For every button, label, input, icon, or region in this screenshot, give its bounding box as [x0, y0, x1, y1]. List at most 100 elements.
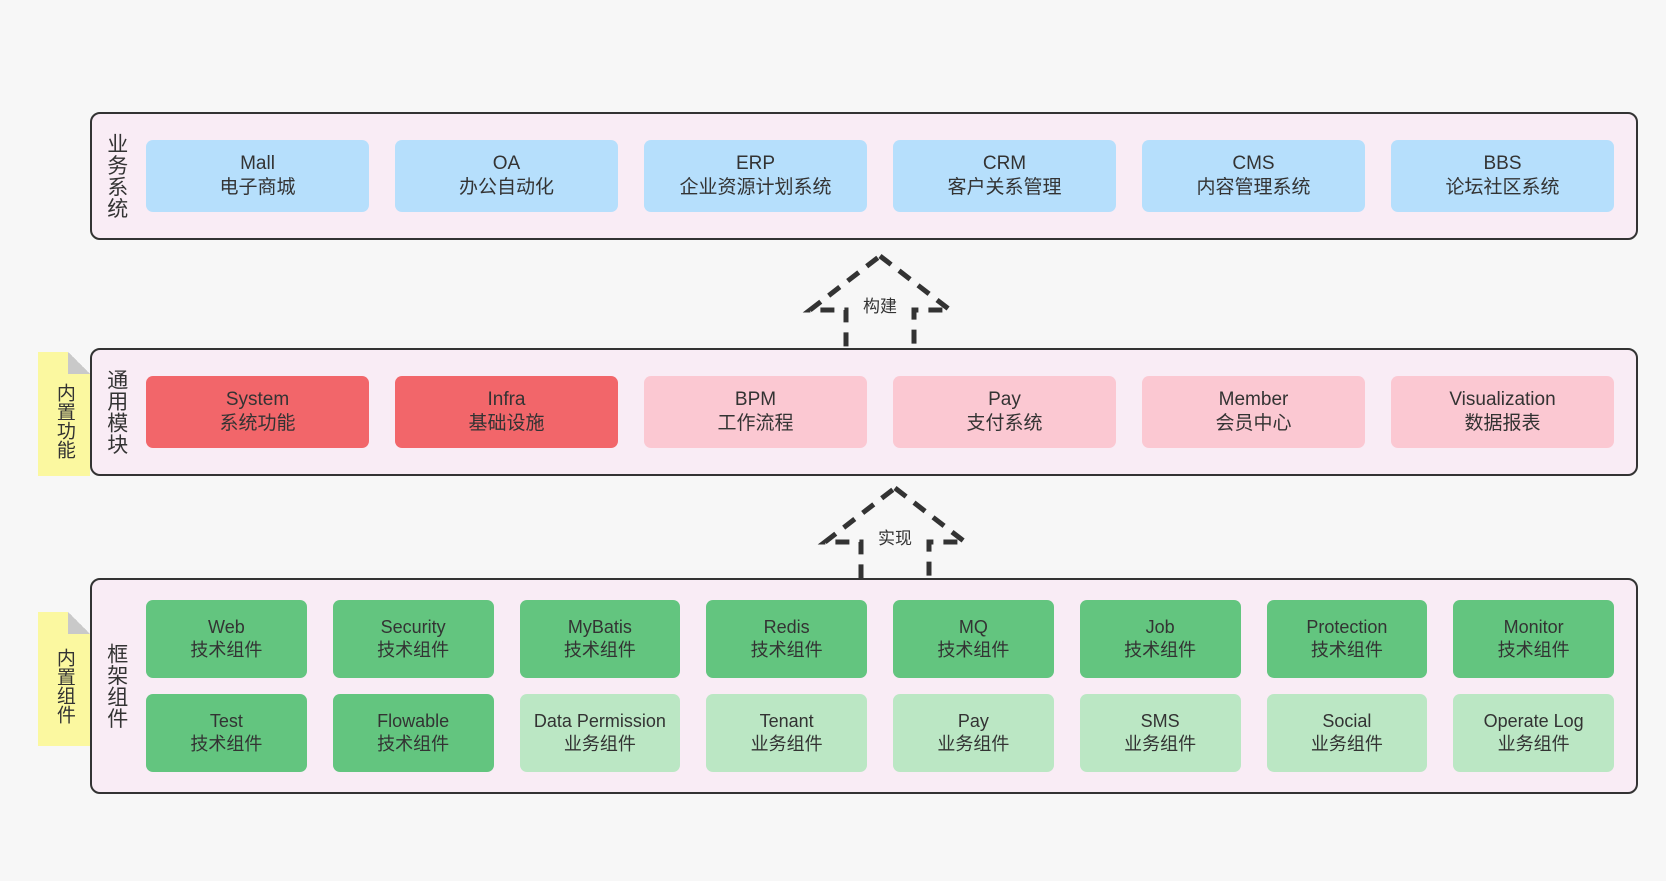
card-title-cn: 技术组件	[750, 640, 823, 660]
card-title-en: Visualization	[1449, 389, 1556, 411]
card-title-en: BBS	[1483, 153, 1522, 175]
card-title-en: Protection	[1306, 617, 1388, 638]
card-title-cn: 论坛社区系统	[1445, 177, 1560, 198]
card-test[interactable]: Test 技术组件	[146, 694, 307, 772]
card-title-cn: 技术组件	[377, 640, 450, 660]
card-title-en: Job	[1145, 617, 1175, 638]
card-title-cn: 技术组件	[563, 640, 636, 660]
layer-body-business-system: Mall 电子商城 OA 办公自动化 ERP 企业资源计划系统 CRM 客户关系…	[140, 114, 1636, 238]
card-title-cn: 技术组件	[1124, 640, 1197, 660]
card-title-en: CRM	[982, 153, 1027, 175]
card-title-cn: 业务组件	[1497, 734, 1570, 754]
layer-title-framework-component: 框架组件	[104, 643, 128, 729]
card-social[interactable]: Social 业务组件	[1266, 694, 1428, 772]
card-title-cn: 技术组件	[1310, 640, 1383, 660]
card-title-cn: 支付系统	[966, 413, 1043, 434]
card-web[interactable]: Web 技术组件	[146, 600, 307, 678]
card-mall[interactable]: Mall 电子商城	[146, 140, 369, 212]
card-title-cn: 技术组件	[377, 734, 450, 754]
card-title-cn: 技术组件	[1497, 640, 1570, 660]
card-title-en: Operate Log	[1483, 711, 1584, 732]
card-title-en: Web	[208, 617, 245, 638]
card-oa[interactable]: OA 办公自动化	[395, 140, 618, 212]
card-bpm[interactable]: BPM 工作流程	[644, 376, 867, 448]
card-title-cn: 会员中心	[1215, 413, 1292, 434]
card-title-cn: 业务组件	[1310, 734, 1383, 754]
card-title-en: System	[225, 389, 290, 411]
layer-body-framework-component: Web 技术组件 Security 技术组件 MyBatis 技术组件 Redi…	[140, 580, 1636, 792]
card-title-en: Security	[380, 617, 446, 638]
card-title-cn: 企业资源计划系统	[679, 177, 832, 198]
card-title-cn: 技术组件	[937, 640, 1010, 660]
card-title-cn: 办公自动化	[458, 177, 554, 198]
card-title-en: SMS	[1140, 711, 1180, 732]
card-visualization[interactable]: Visualization 数据报表	[1391, 376, 1614, 448]
layer-row: System 系统功能 Infra 基础设施 BPM 工作流程 Pay 支付系统…	[146, 376, 1614, 448]
card-flowable[interactable]: Flowable 技术组件	[332, 694, 494, 772]
card-title-cn: 业务组件	[563, 734, 636, 754]
card-title-cn: 系统功能	[219, 413, 296, 434]
card-security[interactable]: Security 技术组件	[332, 600, 494, 678]
card-title-en: Flowable	[377, 711, 450, 732]
card-title-en: Mall	[240, 153, 275, 175]
layer-row: Mall 电子商城 OA 办公自动化 ERP 企业资源计划系统 CRM 客户关系…	[146, 140, 1614, 212]
card-title-en: CMS	[1232, 153, 1275, 175]
card-bbs[interactable]: BBS 论坛社区系统	[1391, 140, 1614, 212]
card-title-en: MQ	[958, 617, 988, 638]
card-title-cn: 技术组件	[190, 640, 263, 660]
card-mybatis[interactable]: MyBatis 技术组件	[519, 600, 681, 678]
card-member[interactable]: Member 会员中心	[1142, 376, 1365, 448]
card-system[interactable]: System 系统功能	[146, 376, 369, 448]
card-monitor[interactable]: Monitor 技术组件	[1453, 600, 1614, 678]
card-title-cn: 客户关系管理	[947, 177, 1062, 198]
card-title-cn: 内容管理系统	[1196, 177, 1311, 198]
sticky-note-builtin-features: 内置功能	[38, 352, 90, 476]
sticky-note-builtin-components: 内置组件	[38, 612, 90, 746]
layer-body-common-module: System 系统功能 Infra 基础设施 BPM 工作流程 Pay 支付系统…	[140, 350, 1636, 474]
card-title-cn: 业务组件	[750, 734, 823, 754]
card-operate-log[interactable]: Operate Log 业务组件	[1453, 694, 1614, 772]
card-title-cn: 技术组件	[190, 734, 263, 754]
card-cms[interactable]: CMS 内容管理系统	[1142, 140, 1365, 212]
card-title-en: ERP	[735, 153, 776, 175]
card-title-cn: 工作流程	[717, 413, 794, 434]
card-title-en: Data Permission	[533, 711, 666, 732]
card-protection[interactable]: Protection 技术组件	[1266, 600, 1428, 678]
layer-common-module: 通用模块 System 系统功能 Infra 基础设施 BPM 工作流程 Pay…	[90, 348, 1638, 476]
layer-title-business-system: 业务系统	[104, 133, 128, 219]
card-crm[interactable]: CRM 客户关系管理	[893, 140, 1116, 212]
card-title-en: Infra	[487, 389, 526, 411]
layer-title-common-module: 通用模块	[104, 369, 128, 455]
arrow-implement: 实现	[815, 484, 975, 588]
card-title-cn: 基础设施	[468, 413, 545, 434]
card-infra[interactable]: Infra 基础设施	[395, 376, 618, 448]
card-tenant[interactable]: Tenant 业务组件	[706, 694, 867, 772]
card-title-en: Pay	[988, 389, 1021, 411]
card-erp[interactable]: ERP 企业资源计划系统	[644, 140, 867, 212]
card-redis[interactable]: Redis 技术组件	[706, 600, 867, 678]
card-pay-component[interactable]: Pay 业务组件	[893, 694, 1054, 772]
arrow-label-build: 构建	[863, 297, 897, 316]
card-title-en: Member	[1218, 389, 1289, 411]
layer-framework-component: 框架组件 Web 技术组件 Security 技术组件 MyBatis 技术组件…	[90, 578, 1638, 794]
arrow-label-implement: 实现	[878, 529, 912, 548]
card-title-en: BPM	[734, 389, 777, 411]
card-title-cn: 数据报表	[1464, 413, 1541, 434]
card-title-en: MyBatis	[567, 617, 632, 638]
card-title-cn: 电子商城	[219, 177, 296, 198]
layer-row: Test 技术组件 Flowable 技术组件 Data Permission …	[146, 694, 1614, 772]
card-mq[interactable]: MQ 技术组件	[893, 600, 1054, 678]
card-sms[interactable]: SMS 业务组件	[1079, 694, 1241, 772]
arrow-build: 构建	[800, 252, 960, 356]
layer-row: Web 技术组件 Security 技术组件 MyBatis 技术组件 Redi…	[146, 600, 1614, 678]
card-pay-module[interactable]: Pay 支付系统	[893, 376, 1116, 448]
card-title-cn: 业务组件	[1124, 734, 1197, 754]
card-title-en: Redis	[763, 617, 810, 638]
card-job[interactable]: Job 技术组件	[1079, 600, 1241, 678]
card-title-en: Test	[209, 711, 243, 732]
card-title-en: Pay	[957, 711, 989, 732]
card-title-cn: 业务组件	[937, 734, 1010, 754]
card-title-en: Social	[1322, 711, 1372, 732]
card-data-permission[interactable]: Data Permission 业务组件	[519, 694, 681, 772]
